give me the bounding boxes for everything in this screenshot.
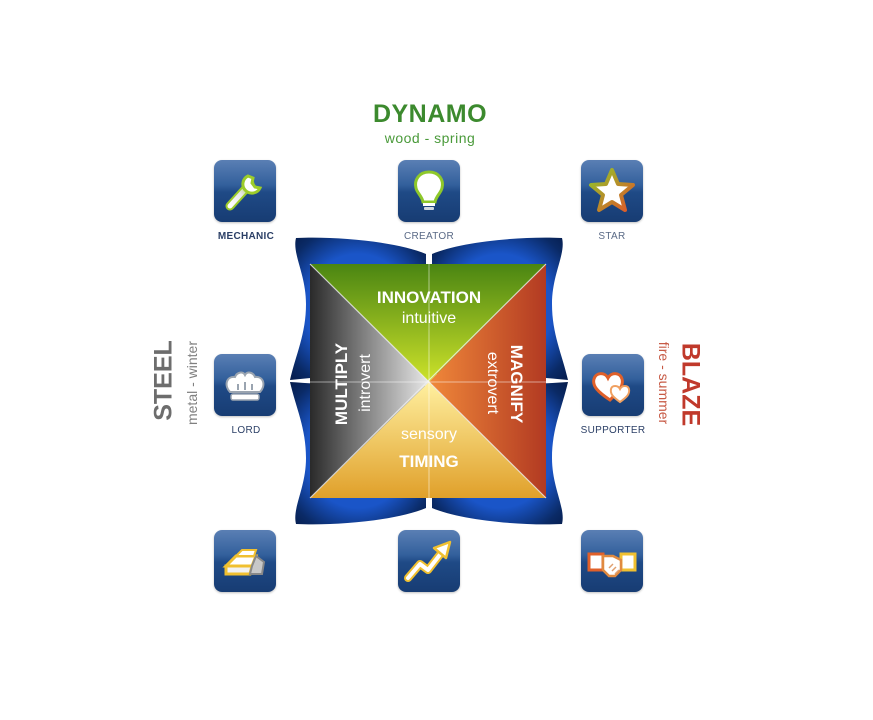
star-label: STAR — [598, 231, 626, 242]
quadrant-top-subtitle: intuitive — [401, 310, 457, 327]
quadrant-top-title: INNOVATION — [376, 288, 482, 307]
lord-tile[interactable] — [214, 354, 276, 416]
trend-arrow-tile[interactable] — [398, 530, 460, 592]
gold-bars-icon — [222, 549, 266, 576]
quadrant-left-title: MULTIPLY — [332, 342, 351, 426]
lord-label: LORD — [231, 425, 261, 436]
star-icon — [589, 168, 635, 212]
quadrant-top — [310, 264, 546, 382]
mechanic-tile[interactable] — [214, 160, 276, 222]
lightbulb-icon — [414, 170, 444, 210]
quadrant-right-subtitle: extrovert — [484, 351, 501, 415]
creator-label: CREATOR — [403, 231, 455, 242]
supporter-label: SUPPORTER — [580, 425, 646, 436]
wrench-icon — [225, 174, 263, 211]
creator-tile[interactable] — [398, 160, 460, 222]
trend-arrow-icon — [404, 540, 452, 582]
handshake-tile[interactable] — [581, 530, 643, 592]
dynamo-title: DYNAMO — [372, 100, 488, 128]
steel-title: STEEL — [149, 340, 178, 421]
quadrant-right-title: MAGNIFY — [507, 344, 526, 424]
star-tile[interactable] — [581, 160, 643, 222]
gold-bars-tile[interactable] — [214, 530, 276, 592]
blaze-title: BLAZE — [676, 342, 705, 427]
handshake-icon — [587, 552, 637, 578]
quadrant-bottom-subtitle: sensory — [400, 426, 458, 443]
personality-quadrant-diagram: INNOVATION intuitive sensory TIMING MULT… — [288, 234, 570, 528]
crown-icon — [225, 371, 265, 401]
quadrant-bottom-title: TIMING — [399, 452, 459, 471]
quadrant-left — [310, 264, 429, 498]
hearts-icon — [592, 372, 631, 404]
quadrant-frame — [290, 237, 568, 525]
supporter-tile[interactable] — [582, 354, 644, 416]
quadrant-right — [429, 264, 546, 498]
quadrant-bottom — [310, 382, 546, 498]
quadrant-left-subtitle: introvert — [357, 354, 374, 412]
dynamo-subtitle: wood - spring — [384, 130, 476, 146]
mechanic-label: MECHANIC — [217, 231, 275, 242]
